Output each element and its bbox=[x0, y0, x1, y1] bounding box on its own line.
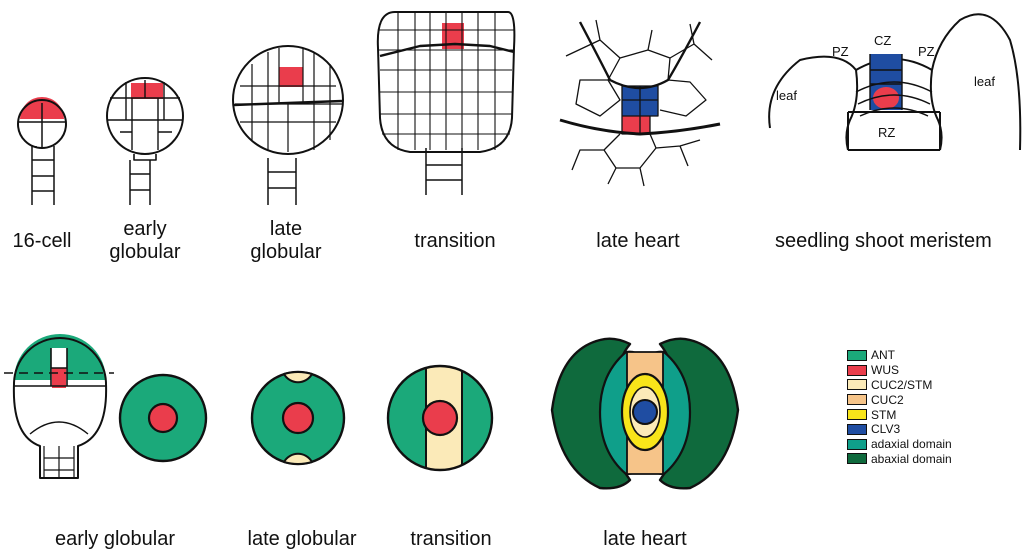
wus-domain bbox=[873, 87, 899, 109]
clv3-domain bbox=[633, 400, 657, 424]
embryo-16-cell bbox=[18, 97, 66, 205]
stage-label-seedling-shoot-meristem: seedling shoot meristem bbox=[775, 230, 1030, 253]
wus-domain bbox=[279, 67, 303, 87]
legend-swatch bbox=[847, 424, 867, 435]
bottom-label-transition: transition bbox=[396, 528, 506, 551]
legend-swatch bbox=[847, 453, 867, 464]
pz-right-label: PZ bbox=[918, 44, 935, 59]
legend: ANT WUS CUC2/STM CUC2 STM CLV3 adaxial d… bbox=[847, 348, 952, 466]
legend-item-cuc2-stm: CUC2/STM bbox=[847, 378, 952, 393]
legend-swatch bbox=[847, 350, 867, 361]
legend-item-clv3: CLV3 bbox=[847, 422, 952, 437]
rz-label: RZ bbox=[878, 125, 895, 140]
wus-domain bbox=[149, 404, 177, 432]
wus-domain bbox=[622, 116, 650, 134]
legend-item-cuc2: CUC2 bbox=[847, 392, 952, 407]
pz-left-label: PZ bbox=[832, 44, 849, 59]
cross-section-late-globular bbox=[252, 372, 344, 464]
embryo-late-heart bbox=[560, 20, 720, 186]
legend-swatch bbox=[847, 379, 867, 390]
stage-label-16-cell: 16-cell bbox=[0, 230, 84, 253]
legend-swatch bbox=[847, 394, 867, 405]
stage-label-transition: transition bbox=[395, 230, 515, 253]
bottom-label-late-heart: late heart bbox=[590, 528, 700, 551]
bottom-label-early-globular: early globular bbox=[40, 528, 190, 551]
wus-domain bbox=[52, 368, 66, 388]
embryo-late-globular bbox=[233, 46, 343, 205]
legend-item-wus: WUS bbox=[847, 363, 952, 378]
embryo-transition bbox=[378, 12, 515, 195]
section-early-globular bbox=[4, 334, 114, 478]
legend-swatch bbox=[847, 409, 867, 420]
leaf-right-label: leaf bbox=[974, 74, 995, 89]
cross-section-late-heart bbox=[552, 339, 738, 489]
cz-label: CZ bbox=[874, 33, 891, 48]
stage-label-late-globular: late globular bbox=[236, 218, 336, 264]
wus-domain bbox=[131, 83, 163, 99]
legend-item-abaxial: abaxial domain bbox=[847, 452, 952, 467]
cross-section-transition bbox=[388, 360, 492, 480]
legend-item-adaxial: adaxial domain bbox=[847, 437, 952, 452]
cross-section-early-globular bbox=[120, 375, 206, 461]
legend-item-ant: ANT bbox=[847, 348, 952, 363]
leaf-left-label: leaf bbox=[776, 88, 797, 103]
legend-item-stm: STM bbox=[847, 407, 952, 422]
wus-domain bbox=[283, 403, 313, 433]
stage-label-early-globular: early globular bbox=[100, 218, 190, 264]
stage-label-late-heart: late heart bbox=[578, 230, 698, 253]
legend-swatch bbox=[847, 365, 867, 376]
bottom-label-late-globular: late globular bbox=[232, 528, 372, 551]
embryo-early-globular bbox=[107, 78, 183, 205]
wus-domain bbox=[423, 401, 457, 435]
legend-swatch bbox=[847, 439, 867, 450]
